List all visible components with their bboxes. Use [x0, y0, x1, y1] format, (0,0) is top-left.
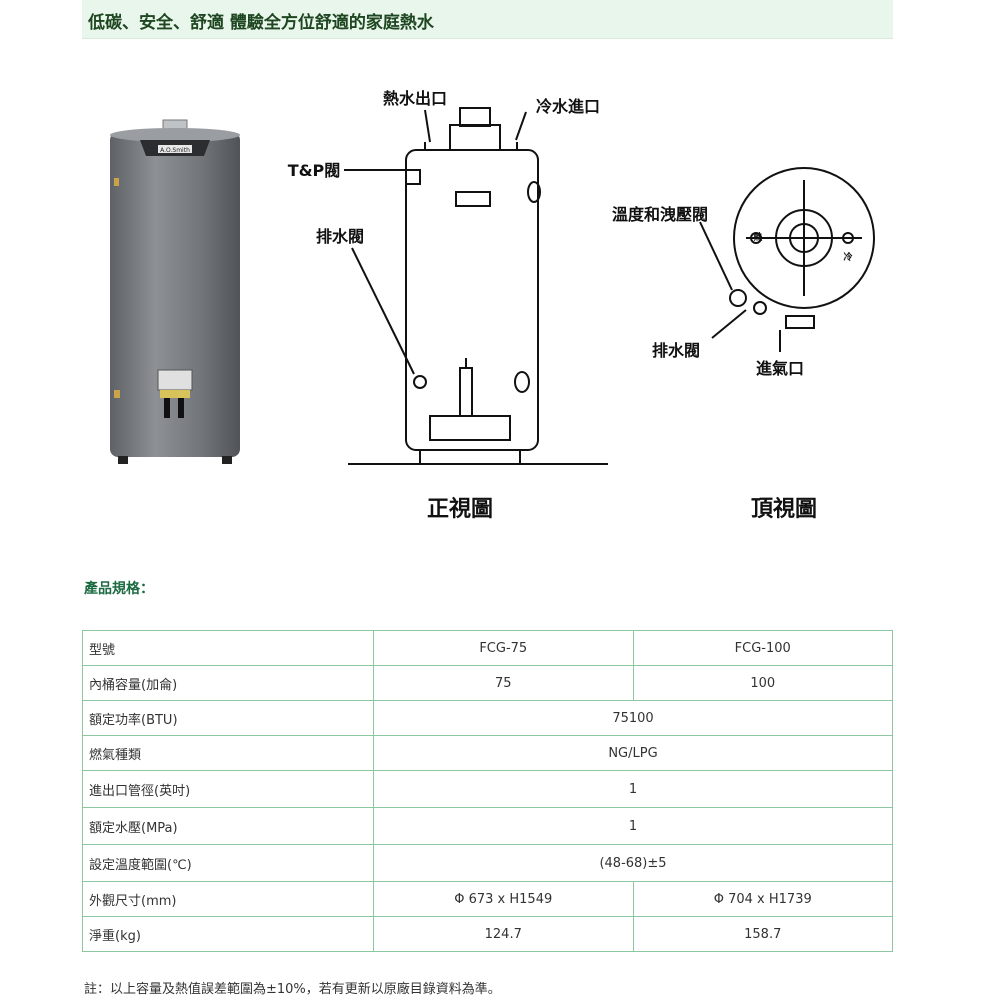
spec-label: 型號: [82, 630, 374, 666]
spec-value: NG/LPG: [373, 735, 893, 771]
spec-value: 75: [373, 665, 634, 701]
footnote: 註：以上容量及熱值誤差範圍為±10%，若有更新以原廠目錄資料為準。: [84, 982, 501, 997]
spec-value: FCG-100: [632, 630, 893, 666]
water-heater-photo: A.O.Smith: [110, 119, 240, 464]
spec-value: FCG-75: [373, 630, 634, 666]
gas-inlet-label: 進氣口: [756, 359, 804, 378]
top-callout-lines: [699, 221, 781, 352]
front-drain-valve-label: 排水閥: [316, 227, 364, 246]
top-drain-valve-label: 排水閥: [652, 341, 700, 360]
spec-label: 內桶容量(加侖): [82, 665, 374, 701]
brand-logo: A.O.Smith: [160, 147, 190, 154]
spec-value: Φ 704 x H1739: [632, 881, 893, 917]
front-view-caption: 正視圖: [427, 497, 493, 522]
tp-valve-label: T&P閥: [288, 161, 341, 180]
spec-value: 100: [632, 665, 893, 701]
spec-value: 75100: [373, 700, 893, 736]
spec-value: 1: [373, 807, 893, 845]
spec-label: 燃氣種類: [82, 735, 374, 771]
cold-mark: 冷: [843, 251, 852, 263]
spec-value: 1: [373, 770, 893, 808]
spec-label: 進出口管徑(英吋): [82, 770, 374, 808]
table-row: 額定水壓(MPa)1: [82, 807, 893, 845]
page-banner: 低碳、安全、舒適 體驗全方位舒適的家庭熱水: [82, 0, 893, 39]
spec-value: Φ 673 x H1549: [373, 881, 634, 917]
table-row: 設定溫度範圍(℃)(48-68)±5: [82, 844, 893, 882]
front-callout-lines: [344, 109, 527, 375]
spec-label: 外觀尺寸(mm): [82, 881, 374, 917]
spec-label: 淨重(kg): [82, 916, 374, 952]
spec-title: 產品規格：: [84, 581, 154, 597]
hot-mark: 熱: [753, 231, 762, 243]
spec-label: 額定功率(BTU): [82, 700, 374, 736]
top-view-drawing: [729, 167, 875, 329]
installation-diagram: 熱水出口 冷水進口 T&P閥 排水閥 正視圖 熱 冷 溫度和洩壓閥 排水閥 進氣…: [288, 89, 875, 522]
spec-value: 158.7: [632, 916, 893, 952]
spec-label: 設定溫度範圍(℃): [82, 844, 374, 882]
banner-title: 低碳、安全、舒適 體驗全方位舒適的家庭熱水: [88, 13, 434, 33]
spec-value: 124.7: [373, 916, 634, 952]
front-view-drawing: [348, 107, 608, 465]
top-view-caption: 頂視圖: [751, 497, 817, 522]
table-row: 額定功率(BTU)75100: [82, 700, 893, 736]
relief-valve-label: 溫度和洩壓閥: [612, 205, 708, 224]
table-row: 進出口管徑(英吋)1: [82, 770, 893, 808]
cold-water-inlet-label: 冷水進口: [536, 97, 600, 116]
spec-value: (48-68)±5: [373, 844, 893, 882]
spec-label: 額定水壓(MPa): [82, 807, 374, 845]
hot-water-outlet-label: 熱水出口: [383, 89, 447, 108]
